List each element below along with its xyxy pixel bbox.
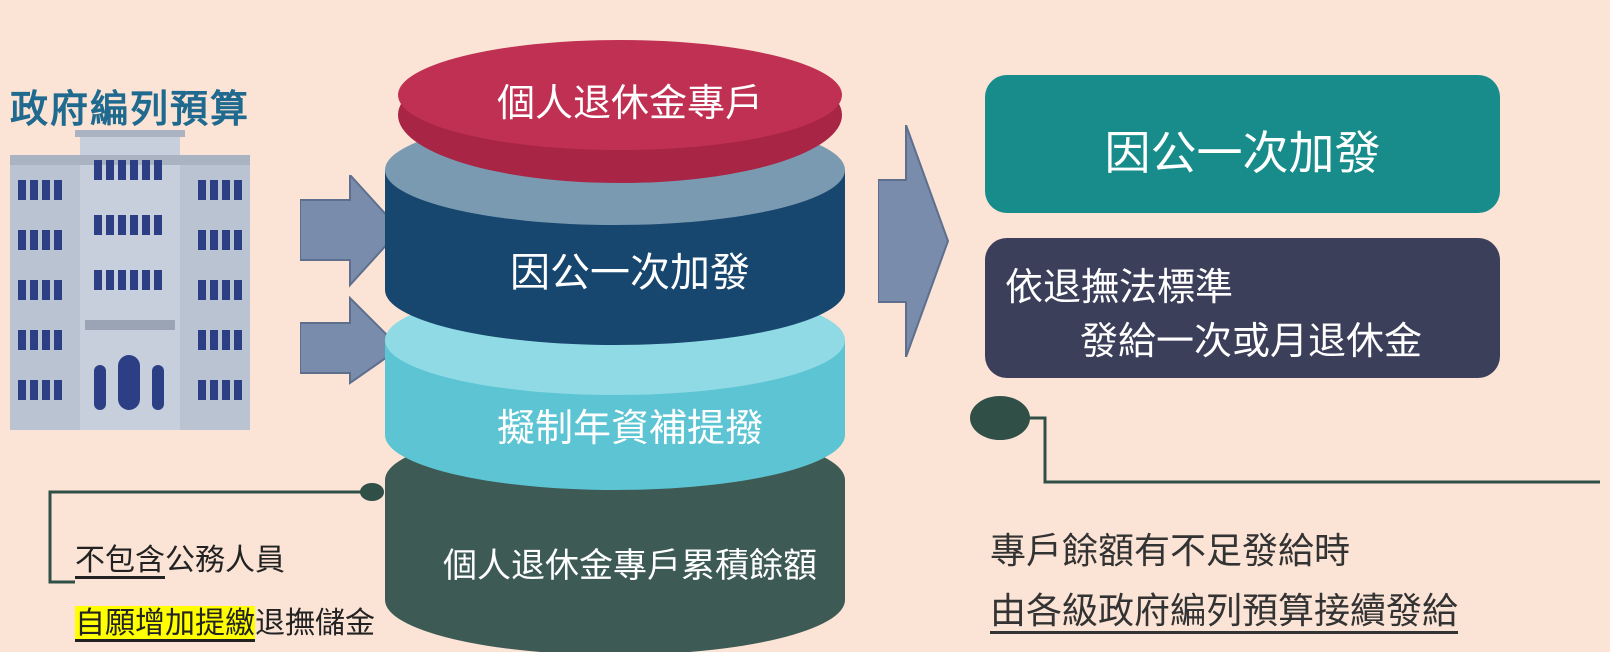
bottom-layer-label: 個人退休金專戶累積餘額 <box>443 546 817 586</box>
mid2-layer-label: 擬制年資補提撥 <box>496 406 763 450</box>
government-budget-title: 政府編列預算 <box>10 87 251 131</box>
top-layer-label: 個人退休金專戶 <box>496 81 763 125</box>
input-arrows <box>300 175 402 385</box>
outcome-box-duty-label: 因公一次加發 <box>1104 126 1381 180</box>
left-note-excluded: 不包含 <box>75 543 165 578</box>
arrow-to-mid2 <box>300 295 402 385</box>
outcome-box-standard: 依退撫法標準 發給一次或月退休金 <box>985 238 1500 378</box>
left-note-highlight: 自願增加提繳 <box>75 606 255 641</box>
right-note-line2: 由各級政府編列預算接續發給 <box>990 591 1459 632</box>
outcome-box-standard-line2: 發給一次或月退休金 <box>1080 319 1423 363</box>
stacked-cylinder-diagram <box>385 40 845 652</box>
outcome-box-standard-line1: 依退撫法標準 <box>1005 265 1234 309</box>
government-building-icon <box>10 130 250 430</box>
layer-top <box>398 40 842 183</box>
arrow-to-mid1 <box>300 175 402 288</box>
output-arrow <box>878 125 950 357</box>
left-note-line2: 自願增加提繳退撫儲金 <box>75 598 375 642</box>
right-note-line1: 專戶餘額有不足發給時 <box>990 531 1351 572</box>
left-note-subject: 公務人員 <box>165 543 285 578</box>
outcome-box-duty: 因公一次加發 <box>985 75 1500 213</box>
left-note-line1: 不包含公務人員 <box>75 535 285 579</box>
left-note-fund: 退撫儲金 <box>255 606 375 641</box>
mid1-layer-label: 因公一次加發 <box>510 250 750 296</box>
right-connector <box>970 396 1600 484</box>
